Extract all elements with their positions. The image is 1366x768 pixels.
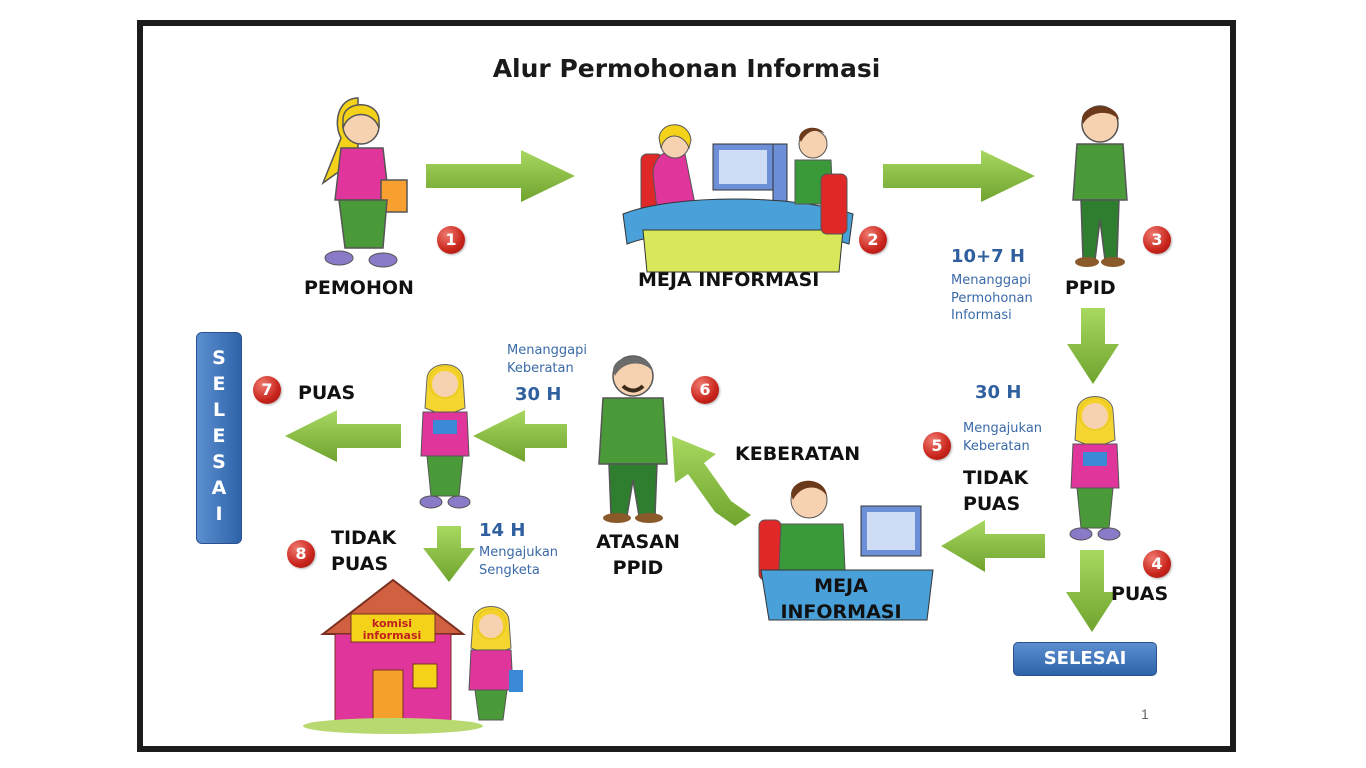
selesai-vertical-text: SELESAI xyxy=(208,347,230,529)
meja-informasi-figure-bottom xyxy=(758,480,934,621)
arrow-atasan-to-pemohon xyxy=(473,410,567,462)
label-ppid: PPID xyxy=(1065,277,1116,299)
step-badge-7: 7 xyxy=(253,376,281,404)
note-ppid-response: Menanggapi Permohonan Informasi xyxy=(951,273,1033,324)
diagram-title: Alur Permohonan Informasi xyxy=(492,54,881,83)
duration-atasan-response: 30 H xyxy=(515,384,562,405)
label-atasan-ppid: ATASAN PPID xyxy=(596,531,680,579)
flow-arrows xyxy=(285,150,1119,632)
step-badge-8: 8 xyxy=(287,540,315,568)
arrow-puas-down xyxy=(1066,550,1118,632)
selesai-box-horizontal: SELESAI xyxy=(1013,642,1157,676)
step-badge-6: 6 xyxy=(691,376,719,404)
label-tidak-puas-5: TIDAK PUAS xyxy=(963,467,1029,515)
label-tidak-puas-8: TIDAK PUAS xyxy=(331,527,397,575)
arrow-pemohon-to-meja xyxy=(426,150,575,202)
duration-ppid-response: 10+7 H xyxy=(951,246,1025,267)
arrow-meja-to-atasan xyxy=(672,436,751,526)
note-atasan-response: Menanggapi Keberatan xyxy=(507,343,587,376)
label-meja-informasi-bottom: MEJA INFORMASI xyxy=(780,575,902,623)
step-badge-5: 5 xyxy=(923,432,951,460)
selesai-box-vertical: SELESAI xyxy=(196,332,242,544)
label-keberatan: KEBERATAN xyxy=(735,443,861,465)
step-badge-1: 1 xyxy=(437,226,465,254)
atasan-ppid-figure xyxy=(598,355,668,523)
page-number: 1 xyxy=(1141,706,1149,722)
note-sengketa: Mengajukan Sengketa xyxy=(479,545,559,578)
arrow-to-komisi xyxy=(423,526,475,582)
label-meja-informasi-top: MEJA INFORMASI xyxy=(638,269,820,291)
pemohon-figure xyxy=(321,97,408,268)
step-badge-2: 2 xyxy=(859,226,887,254)
label-pemohon: PEMOHON xyxy=(304,277,414,299)
pemohon-figure-left xyxy=(419,364,471,509)
step-badge-3: 3 xyxy=(1143,226,1171,254)
komisi-sign: komisi informasi xyxy=(362,617,422,642)
arrow-to-selesai-vertical xyxy=(285,410,401,462)
arrow-ppid-down xyxy=(1067,308,1119,384)
meja-informasi-figure-top xyxy=(622,124,854,273)
komisi-informasi-figure xyxy=(303,578,523,734)
ppid-figure xyxy=(1072,105,1128,267)
step-badge-4: 4 xyxy=(1143,550,1171,578)
duration-sengketa: 14 H xyxy=(479,520,526,541)
note-keberatan-submit: Mengajukan Keberatan xyxy=(963,421,1043,454)
label-puas-4: PUAS xyxy=(1111,583,1169,605)
duration-keberatan-submit: 30 H xyxy=(975,382,1022,403)
diagram-frame: Alur Permohonan Informasi xyxy=(137,20,1236,752)
arrow-meja-to-ppid xyxy=(883,150,1035,202)
pemohon-figure-right xyxy=(1069,396,1121,541)
arrow-to-meja-bottom xyxy=(941,520,1045,572)
label-puas-7: PUAS xyxy=(298,382,356,404)
